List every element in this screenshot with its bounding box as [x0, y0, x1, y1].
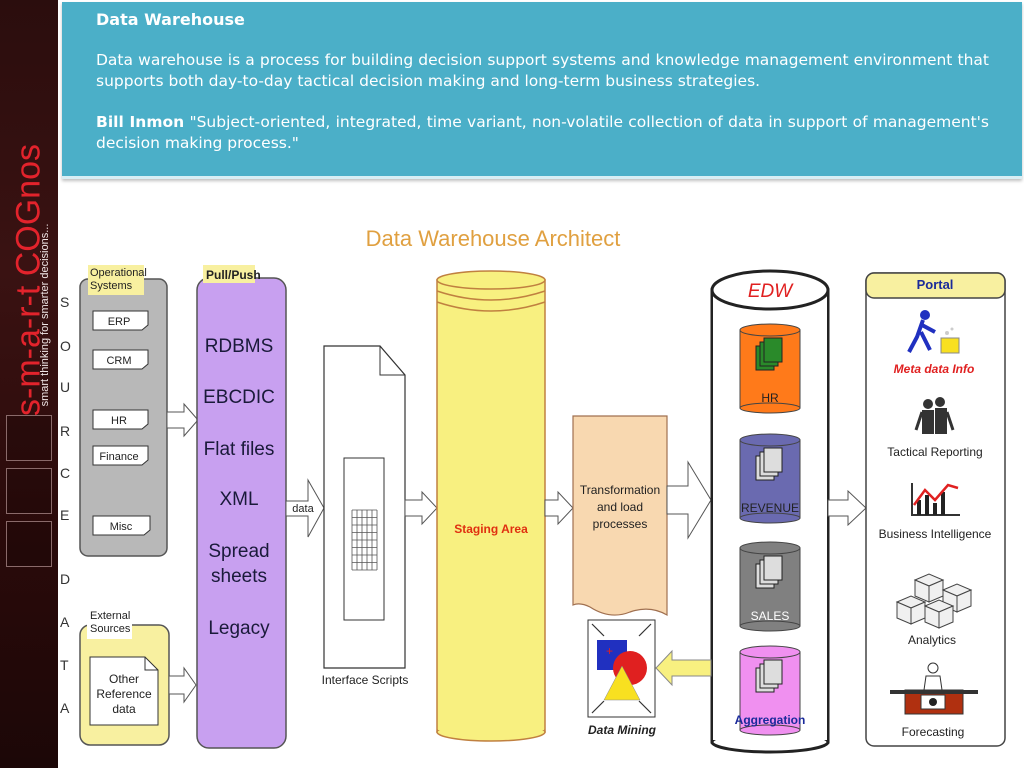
data-mart-aggregation: Aggregation: [735, 645, 806, 736]
flow-arrow: [404, 490, 438, 526]
source-letter: D: [60, 571, 70, 587]
source-letter: A: [60, 700, 70, 716]
metadata-icon: [907, 310, 960, 354]
source-hr: HR: [111, 415, 127, 427]
portal-forecasting: Forecasting: [902, 725, 965, 739]
source-letter: C: [60, 465, 70, 481]
source-crm: CRM: [106, 355, 131, 367]
format-legacy: Legacy: [208, 618, 270, 639]
source-letter: S: [60, 294, 69, 310]
source-letter: A: [60, 614, 70, 630]
brand-square: [6, 521, 52, 567]
header-definition: Data warehouse is a process for building…: [96, 51, 989, 90]
source-letter: R: [60, 423, 70, 439]
quote-author: Bill Inmon: [96, 113, 185, 131]
flow-arrow: [544, 490, 574, 526]
header-title: Data Warehouse: [96, 10, 245, 29]
data-mart-sales: SALES: [739, 541, 801, 632]
svg-text:+: +: [606, 644, 613, 658]
flow-arrow: [655, 649, 712, 687]
flow-arrow: [827, 489, 867, 527]
data-mart-label: HR: [761, 391, 779, 405]
brand-square: [6, 468, 52, 514]
data-mart-label: REVENUE: [741, 501, 799, 515]
brand-square: [6, 415, 52, 461]
interface-scripts: Interface Scripts: [322, 345, 409, 687]
source-data-letters: S O U R C E D A T A: [60, 294, 71, 716]
pull-push-panel: Pull/Push RDBMS EBCDIC Flat files XML Sp…: [196, 265, 287, 749]
flow-arrow: [166, 402, 199, 438]
header-panel: Data Warehouse Data warehouse is a proce…: [62, 2, 1022, 179]
data-mart-revenue: REVENUE: [739, 433, 801, 524]
brand-strip: s-m-a-r-t COGnos smart thinking for smar…: [0, 0, 58, 768]
staging-area-label: Staging Area: [454, 522, 528, 536]
source-letter: O: [60, 338, 71, 354]
edw-container: EDW HR REVENUE SALES Aggregation: [710, 269, 830, 754]
data-mining: + Data Mining: [587, 619, 657, 737]
format-ebcdic: EBCDIC: [203, 387, 275, 408]
source-letter: T: [60, 657, 69, 673]
flow-arrow: [666, 460, 712, 540]
format-xml: XML: [219, 489, 258, 510]
data-mart-label: SALES: [751, 609, 790, 623]
staging-area: Staging Area: [436, 270, 546, 742]
data-arrow-label: data: [292, 503, 314, 515]
tactical-reporting-icon: [914, 397, 955, 434]
source-finance: Finance: [99, 451, 138, 463]
format-flat-files: Flat files: [204, 439, 275, 460]
header-quote: Bill Inmon "Subject-oriented, integrated…: [96, 112, 989, 154]
diagram-title: Data Warehouse Architect: [366, 226, 621, 251]
source-letter: U: [60, 379, 70, 395]
source-misc: Misc: [110, 521, 133, 533]
data-mining-label: Data Mining: [588, 723, 657, 737]
quote-text: "Subject-oriented, integrated, time vari…: [96, 113, 989, 152]
analytics-icon: [895, 573, 973, 629]
data-mart-label: Aggregation: [735, 713, 806, 727]
pullpush-label: Pull/Push: [206, 268, 261, 282]
portal-business-intelligence: Business Intelligence: [879, 527, 992, 541]
interface-scripts-label: Interface Scripts: [322, 673, 409, 687]
portal-panel: Portal Meta data Info Tactical Reporting…: [865, 272, 1006, 747]
data-mart-hr: HR: [739, 323, 801, 414]
format-rdbms: RDBMS: [205, 336, 274, 357]
flow-arrow: [168, 666, 197, 704]
data-arrow: [285, 478, 325, 538]
portal-metadata-info: Meta data Info: [894, 362, 975, 376]
forecasting-icon: [890, 662, 978, 715]
business-intelligence-icon: [911, 483, 960, 516]
source-letter: E: [60, 507, 69, 523]
portal-analytics: Analytics: [908, 633, 956, 647]
portal-tactical-reporting: Tactical Reporting: [887, 445, 982, 459]
source-erp: ERP: [108, 316, 131, 328]
edw-label: EDW: [748, 281, 794, 302]
portal-label: Portal: [917, 277, 954, 292]
